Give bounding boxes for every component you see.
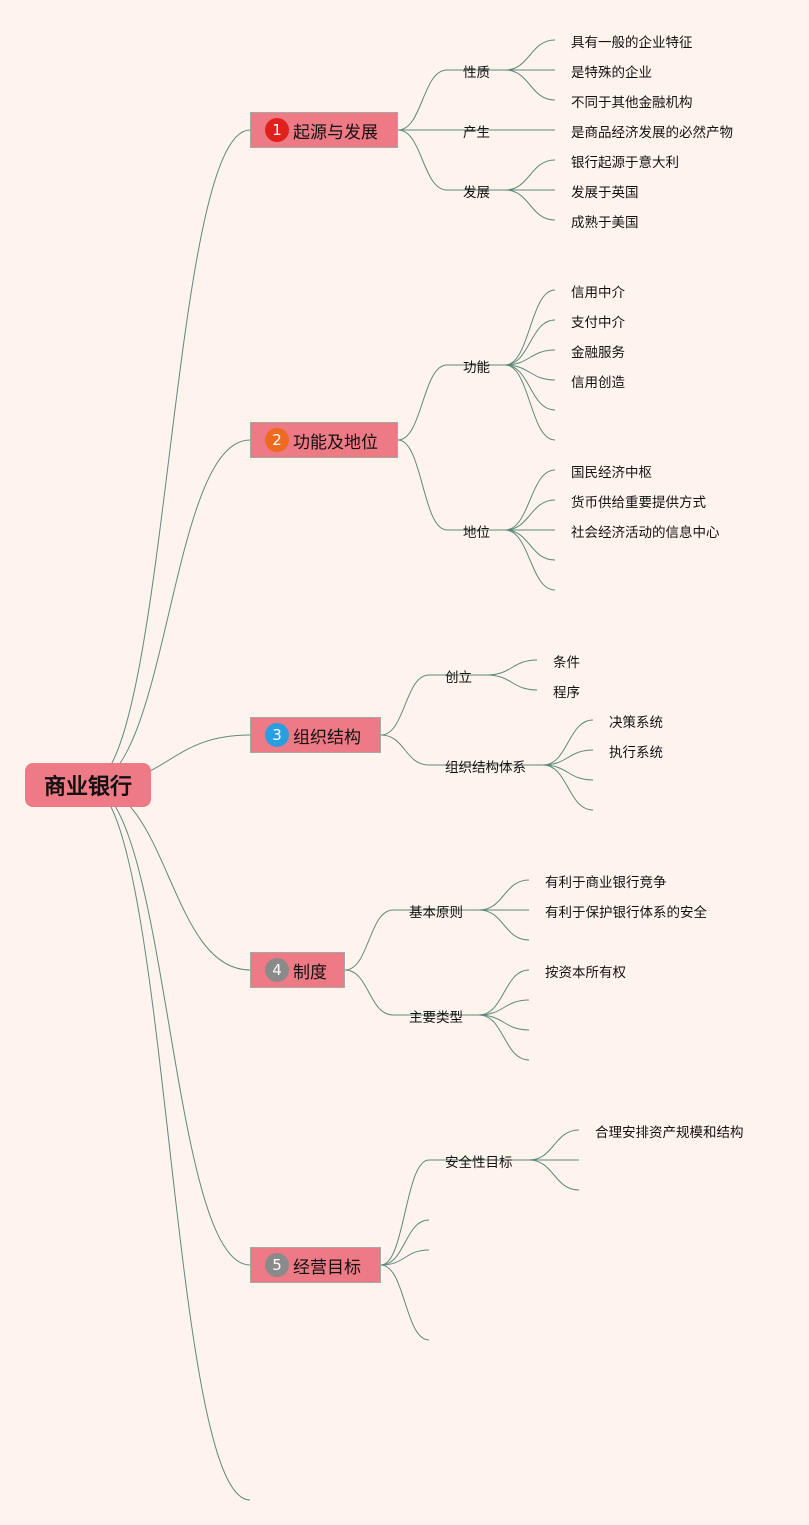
leaf-topic[interactable]: 信用中介 [571, 285, 625, 301]
connector-line [528, 1159, 580, 1191]
connector-line [504, 529, 556, 591]
connector-line [478, 969, 530, 1016]
subtopic[interactable]: 地位 [463, 525, 490, 541]
leaf-topic[interactable]: 条件 [553, 655, 580, 671]
connector-line [486, 659, 538, 676]
connector-line [344, 969, 394, 1016]
connector-line [504, 469, 556, 531]
leaf-topic[interactable]: 支付中介 [571, 315, 625, 331]
connector-line [87, 784, 251, 1501]
connector-line [504, 364, 556, 411]
connector-line [344, 909, 394, 971]
leaf-topic[interactable]: 按资本所有权 [545, 965, 626, 981]
connector-line [542, 749, 594, 766]
connector-line [87, 129, 251, 786]
connector-line [542, 764, 594, 811]
branch-label: 组织结构 [293, 727, 361, 748]
leaf-topic[interactable]: 具有一般的企业特征 [571, 35, 693, 51]
connector-line [542, 719, 594, 766]
leaf-topic[interactable]: 银行起源于意大利 [571, 155, 679, 171]
branch-function[interactable]: 2 功能及地位 [250, 422, 398, 458]
leaf-topic[interactable]: 货币供给重要提供方式 [571, 495, 706, 511]
subtopic[interactable]: 基本原则 [409, 905, 463, 921]
connector-line [504, 364, 556, 441]
connector-line [478, 1014, 530, 1061]
connector-line [87, 439, 251, 786]
subtopic[interactable]: 发展 [463, 185, 490, 201]
connector-line [504, 349, 556, 366]
leaf-topic[interactable]: 社会经济活动的信息中心 [571, 525, 720, 541]
connector-line [87, 784, 251, 971]
connector-line [380, 1249, 430, 1266]
connector-line [542, 764, 594, 781]
leaf-topic[interactable]: 合理安排资产规模和结构 [595, 1125, 744, 1141]
connector-line [504, 189, 556, 221]
subtopic[interactable]: 性质 [463, 65, 490, 81]
connector-line [504, 319, 556, 366]
connector-line [504, 69, 556, 101]
subtopic[interactable]: 组织结构体系 [445, 760, 526, 776]
connector-line [478, 879, 530, 911]
connector-line [504, 159, 556, 191]
number-badge: 3 [265, 723, 289, 747]
leaf-topic[interactable]: 决策系统 [609, 715, 663, 731]
connector-line [504, 364, 556, 381]
branch-label: 功能及地位 [293, 432, 378, 453]
leaf-topic[interactable]: 发展于英国 [571, 185, 639, 201]
leaf-topic[interactable]: 金融服务 [571, 345, 625, 361]
connector-line [528, 1129, 580, 1161]
subtopic[interactable]: 安全性目标 [445, 1155, 513, 1171]
connector-line [486, 674, 538, 691]
leaf-topic[interactable]: 不同于其他金融机构 [571, 95, 693, 111]
connector-line [380, 1159, 430, 1266]
branch-label: 起源与发展 [293, 122, 378, 143]
connector-line [478, 1014, 530, 1031]
leaf-topic[interactable]: 是特殊的企业 [571, 65, 652, 81]
connector-line [504, 499, 556, 531]
branch-origin[interactable]: 1 起源与发展 [250, 112, 398, 148]
leaf-topic[interactable]: 是商品经济发展的必然产物 [571, 125, 733, 141]
leaf-topic[interactable]: 程序 [553, 685, 580, 701]
connector-line [87, 784, 251, 1266]
root-topic[interactable]: 商业银行 [25, 763, 151, 807]
connector-line [397, 69, 448, 131]
branch-label: 经营目标 [293, 1257, 361, 1278]
leaf-topic[interactable]: 信用创造 [571, 375, 625, 391]
branch-system[interactable]: 4 制度 [250, 952, 345, 988]
connector-line [397, 129, 448, 191]
connector-line [478, 909, 530, 941]
number-badge: 5 [265, 1253, 289, 1277]
subtopic[interactable]: 产生 [463, 125, 490, 141]
connector-line [380, 734, 430, 766]
leaf-topic[interactable]: 执行系统 [609, 745, 663, 761]
number-badge: 2 [265, 428, 289, 452]
connector-line [478, 999, 530, 1016]
number-badge: 1 [265, 118, 289, 142]
leaf-topic[interactable]: 成熟于美国 [571, 215, 639, 231]
connector-line [397, 364, 448, 441]
connector-line [380, 674, 430, 736]
connector-line [380, 1264, 430, 1341]
number-badge: 4 [265, 958, 289, 982]
connector-line [504, 289, 556, 366]
connector-line [504, 39, 556, 71]
leaf-topic[interactable]: 有利于保护银行体系的安全 [545, 905, 707, 921]
branch-goals[interactable]: 5 经营目标 [250, 1247, 381, 1283]
subtopic[interactable]: 功能 [463, 360, 490, 376]
leaf-topic[interactable]: 国民经济中枢 [571, 465, 652, 481]
branch-label: 制度 [293, 962, 327, 983]
subtopic[interactable]: 主要类型 [409, 1010, 463, 1026]
connector-line [397, 439, 448, 531]
subtopic[interactable]: 创立 [445, 670, 472, 686]
connector-line [380, 1219, 430, 1266]
leaf-topic[interactable]: 有利于商业银行竞争 [545, 875, 667, 891]
connector-line [504, 529, 556, 561]
branch-structure[interactable]: 3 组织结构 [250, 717, 381, 753]
